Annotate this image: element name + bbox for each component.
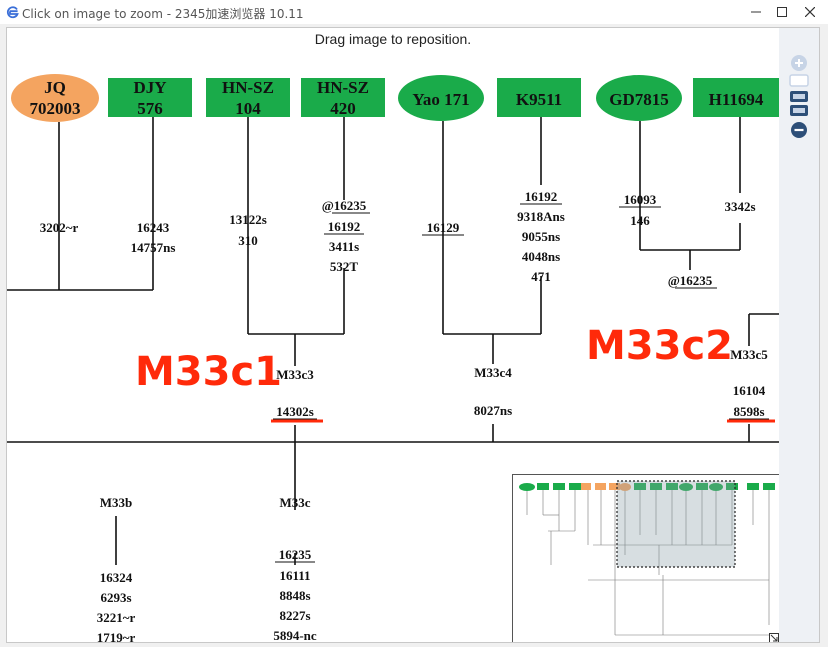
mutation-label: 16111 — [279, 568, 310, 583]
minimap-lines — [526, 490, 775, 636]
clade-label: M33b — [100, 495, 133, 510]
zoom-out-icon[interactable] — [789, 120, 809, 140]
minimap-collapse-icon[interactable] — [769, 633, 779, 642]
mutation-label: 16192 — [525, 189, 558, 204]
clade-label: M33c — [279, 495, 310, 510]
zoom-toolbar — [779, 28, 819, 642]
title-bar: Click on image to zoom - 2345加速浏览器 10.11 — [0, 0, 828, 24]
mutation-label: @16235 — [322, 198, 367, 213]
clade-label: M33c4 — [474, 365, 512, 380]
minimap-nodes — [519, 483, 775, 491]
node-hnsz420 — [301, 78, 385, 117]
node-k9511 — [497, 78, 581, 117]
mutation-label: 3411s — [329, 239, 359, 254]
minimap-preview — [519, 480, 775, 636]
mutation-label: 8598s — [733, 404, 764, 419]
mutation-label: 3221~r — [97, 610, 136, 625]
node-hnsz104 — [206, 78, 290, 117]
node-yao171 — [398, 75, 484, 121]
node-label: GD7815 — [609, 90, 669, 109]
zoom-in-icon[interactable] — [789, 53, 809, 73]
minimize-button[interactable] — [738, 0, 774, 24]
mutation-label: 3202~r — [40, 220, 79, 235]
mutation-label: 6293s — [100, 590, 131, 605]
mutation-label: 146 — [630, 213, 650, 228]
node-gd7815 — [596, 75, 682, 121]
window-title: Click on image to zoom - 2345加速浏览器 10.11 — [22, 7, 304, 21]
node-djy576 — [108, 78, 192, 117]
browser-e-icon — [6, 6, 19, 19]
node-label: 702003 — [30, 99, 81, 118]
minimap[interactable] — [512, 474, 779, 642]
node-label: HN-SZ — [317, 78, 369, 97]
maximize-icon — [777, 7, 787, 17]
image-viewer: JQ 702003 DJY 576 HN-SZ 104 HN-SZ 420 Ya… — [6, 27, 820, 643]
highlight-m33c1: M33c1 — [135, 349, 282, 395]
mutation-label: 13122s — [229, 212, 267, 227]
node-label: H11694 — [709, 90, 764, 109]
mutation-label: 16093 — [624, 192, 657, 207]
highlight-m33c2: M33c2 — [586, 323, 733, 369]
mutation-label: 310 — [238, 233, 258, 248]
mutation-label: 9318Ans — [517, 209, 565, 224]
mutation-label: 8027ns — [474, 403, 512, 418]
zoom-fill-icon[interactable] — [789, 90, 809, 104]
close-button[interactable] — [792, 0, 828, 24]
close-icon — [805, 7, 815, 17]
node-label: K9511 — [516, 90, 562, 109]
mutation-label: 471 — [531, 269, 551, 284]
phylogeny-tree: JQ 702003 DJY 576 HN-SZ 104 HN-SZ 420 Ya… — [7, 74, 779, 642]
mutation-label: 1719~r — [97, 630, 136, 642]
minimize-icon — [751, 11, 761, 13]
clade-label: M33c3 — [276, 367, 314, 382]
mutation-label: 532T — [330, 259, 359, 274]
tree-lines — [7, 117, 779, 642]
clade-label: M33c5 — [730, 347, 768, 362]
zoom-fit-icon[interactable] — [789, 74, 809, 88]
node-label: 420 — [330, 99, 356, 118]
mutation-label: 16235 — [279, 547, 312, 562]
maximize-button[interactable] — [764, 0, 800, 24]
image-canvas[interactable]: JQ 702003 DJY 576 HN-SZ 104 HN-SZ 420 Ya… — [7, 28, 779, 642]
mutation-label: 8227s — [279, 608, 310, 623]
node-label: JQ — [44, 78, 66, 97]
mutation-label: 4048ns — [522, 249, 560, 264]
mutation-label: 16324 — [100, 570, 133, 585]
mutation-label: 3342s — [724, 199, 755, 214]
mutation-label: 16129 — [427, 220, 460, 235]
zoom-actual-icon[interactable] — [789, 104, 809, 118]
node-label: 104 — [235, 99, 261, 118]
mutation-label: 9055ns — [522, 229, 560, 244]
node-label: HN-SZ — [222, 78, 274, 97]
mutation-label: 16192 — [328, 219, 361, 234]
node-jq702003 — [11, 74, 99, 122]
mutation-label: 14302s — [276, 404, 314, 419]
node-label: Yao 171 — [412, 90, 469, 109]
node-h11694 — [693, 78, 779, 117]
mutation-label: 16243 — [137, 220, 170, 235]
mutation-label: @16235 — [668, 273, 713, 288]
mutation-label: 5894-nc — [273, 628, 317, 642]
node-label: DJY — [133, 78, 166, 97]
reposition-notice: Drag image to reposition. — [314, 31, 472, 47]
node-label: 576 — [137, 99, 163, 118]
mutation-label: 8848s — [279, 588, 310, 603]
mutation-label: 16104 — [733, 383, 766, 398]
mutation-label: 14757ns — [131, 240, 176, 255]
minimap-viewport[interactable] — [616, 480, 736, 568]
